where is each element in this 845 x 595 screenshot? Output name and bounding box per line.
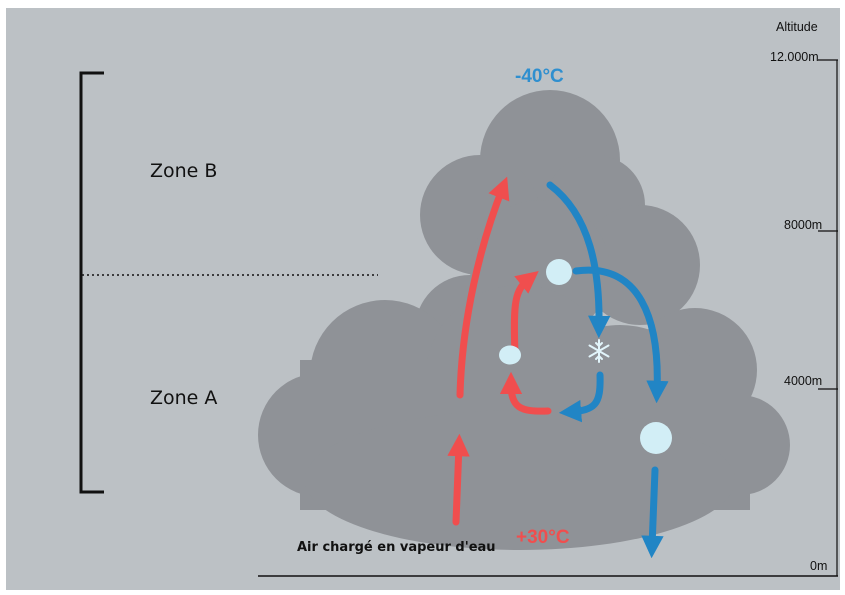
altitude-tick-label: 12.000m [770, 50, 819, 64]
snowflake-icon [588, 339, 610, 363]
altitude-tick-label: 0m [810, 559, 827, 573]
zone-a-label: Zone A [150, 387, 217, 409]
updraft-main-arrow [456, 176, 510, 399]
zone-bracket [79, 71, 104, 494]
downdraft-top-arrow [546, 181, 611, 339]
altitude-tick-label: 4000m [784, 374, 822, 388]
altitude-tick-label: 8000m [784, 218, 822, 232]
top-temperature-label: -40°C [515, 66, 564, 87]
hailstone-icon [499, 345, 521, 365]
updraft-return-arrow [499, 371, 552, 415]
cumulonimbus-cloud [258, 90, 790, 550]
air-caption: Air chargé en vapeur d'eau [297, 540, 496, 555]
updraft-recirculation-arrow [510, 271, 539, 358]
updraft-lower-arrow [447, 433, 470, 526]
hailstone-icon [640, 422, 672, 454]
downdraft-mid-arrow [558, 371, 604, 423]
downdraft-exit-arrow [641, 466, 664, 559]
downdraft-arc-arrow [572, 266, 669, 404]
hailstone-icon [546, 259, 572, 285]
altitude-scale [258, 59, 838, 577]
bottom-temperature-label: +30°C [516, 527, 570, 548]
altitude-title: Altitude [776, 20, 818, 34]
zone-b-label: Zone B [150, 160, 217, 182]
downdraft-arrows [546, 181, 669, 559]
updraft-arrows [447, 176, 552, 526]
